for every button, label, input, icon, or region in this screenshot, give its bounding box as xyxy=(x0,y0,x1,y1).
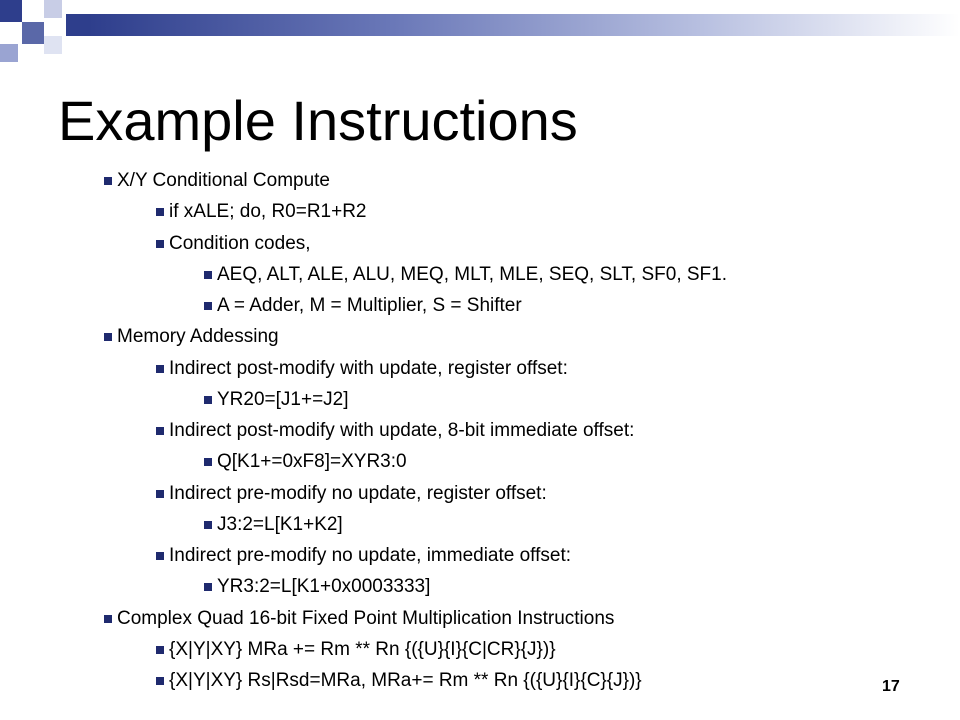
bullet-text: X/Y Conditional Compute xyxy=(117,170,330,191)
bullet-square-icon xyxy=(156,365,164,373)
bullet-square-icon xyxy=(156,677,164,685)
bullet-text: Indirect pre-modify no update, immediate… xyxy=(169,545,572,566)
header-gradient-bar xyxy=(88,14,960,36)
bullet-item-level-3: AEQ, ALT, ALE, ALU, MEQ, MLT, MLE, SEQ, … xyxy=(204,262,727,288)
bullet-text: A = Adder, M = Multiplier, S = Shifter xyxy=(217,295,522,316)
bullet-text: {X|Y|XY} MRa += Rm ** Rn {({U}{I}{C|CR}{… xyxy=(169,639,556,660)
bullet-text: Indirect post-modify with update, regist… xyxy=(169,358,568,379)
bullet-item-level-3: J3:2=L[K1+K2] xyxy=(204,512,343,538)
bullet-text: Complex Quad 16-bit Fixed Point Multipli… xyxy=(117,608,615,629)
bullet-square-icon xyxy=(104,177,112,185)
decoration-square-5 xyxy=(0,44,18,62)
bullet-square-icon xyxy=(156,490,164,498)
bullet-item-level-2: Indirect post-modify with update, regist… xyxy=(156,356,568,382)
bullet-text: Condition codes, xyxy=(169,233,311,254)
bullet-item-level-2: {X|Y|XY} Rs|Rsd=MRa, MRa+= Rm ** Rn {({U… xyxy=(156,668,642,694)
bullet-square-icon xyxy=(204,521,212,529)
bullet-square-icon xyxy=(104,615,112,623)
bullet-item-level-3: A = Adder, M = Multiplier, S = Shifter xyxy=(204,293,522,319)
bullet-text: Indirect post-modify with update, 8-bit … xyxy=(169,420,635,441)
bullet-text: {X|Y|XY} Rs|Rsd=MRa, MRa+= Rm ** Rn {({U… xyxy=(169,670,642,691)
bullet-square-icon xyxy=(204,271,212,279)
bullet-text: Memory Addessing xyxy=(117,326,279,347)
bullet-square-icon xyxy=(204,302,212,310)
bullet-text: Q[K1+=0xF8]=XYR3:0 xyxy=(217,451,407,472)
bullet-item-level-2: Indirect post-modify with update, 8-bit … xyxy=(156,418,634,444)
bullet-text: YR3:2=L[K1+0x0003333] xyxy=(217,576,431,597)
bullet-item-level-2: if xALE; do, R0=R1+R2 xyxy=(156,199,367,225)
bullet-square-icon xyxy=(104,333,112,341)
decoration-square-1 xyxy=(0,0,22,22)
decoration-square-3 xyxy=(22,22,44,44)
bullet-item-level-3: YR20=[J1+=J2] xyxy=(204,387,349,413)
bullet-text: AEQ, ALT, ALE, ALU, MEQ, MLT, MLE, SEQ, … xyxy=(217,264,728,285)
bullet-square-icon xyxy=(156,240,164,248)
bullet-item-level-2: Condition codes, xyxy=(156,231,311,257)
bullet-item-level-1: X/Y Conditional Compute xyxy=(104,168,330,194)
bullet-item-level-3: Q[K1+=0xF8]=XYR3:0 xyxy=(204,449,407,475)
bullet-item-level-2: Indirect pre-modify no update, immediate… xyxy=(156,543,571,569)
page-number: 17 xyxy=(882,678,900,695)
bullet-item-level-1: Memory Addessing xyxy=(104,324,279,350)
bullet-square-icon xyxy=(204,396,212,404)
bullet-square-icon xyxy=(156,208,164,216)
bullet-text: J3:2=L[K1+K2] xyxy=(217,514,343,535)
bullet-text: if xALE; do, R0=R1+R2 xyxy=(169,201,367,222)
bullet-item-level-1: Complex Quad 16-bit Fixed Point Multipli… xyxy=(104,606,614,632)
bullet-text: YR20=[J1+=J2] xyxy=(217,389,349,410)
bullet-square-icon xyxy=(156,646,164,654)
decoration-square-4 xyxy=(66,14,88,36)
bullet-item-level-3: YR3:2=L[K1+0x0003333] xyxy=(204,574,430,600)
bullet-square-icon xyxy=(156,552,164,560)
bullet-item-level-2: Indirect pre-modify no update, register … xyxy=(156,481,547,507)
slide-title: Example Instructions xyxy=(58,89,578,152)
bullet-square-icon xyxy=(156,427,164,435)
bullet-text: Indirect pre-modify no update, register … xyxy=(169,483,547,504)
decoration-square-6 xyxy=(44,36,62,54)
decoration-square-2 xyxy=(44,0,62,18)
bullet-item-level-2: {X|Y|XY} MRa += Rm ** Rn {({U}{I}{C|CR}{… xyxy=(156,637,556,663)
bullet-square-icon xyxy=(204,583,212,591)
bullet-square-icon xyxy=(204,458,212,466)
